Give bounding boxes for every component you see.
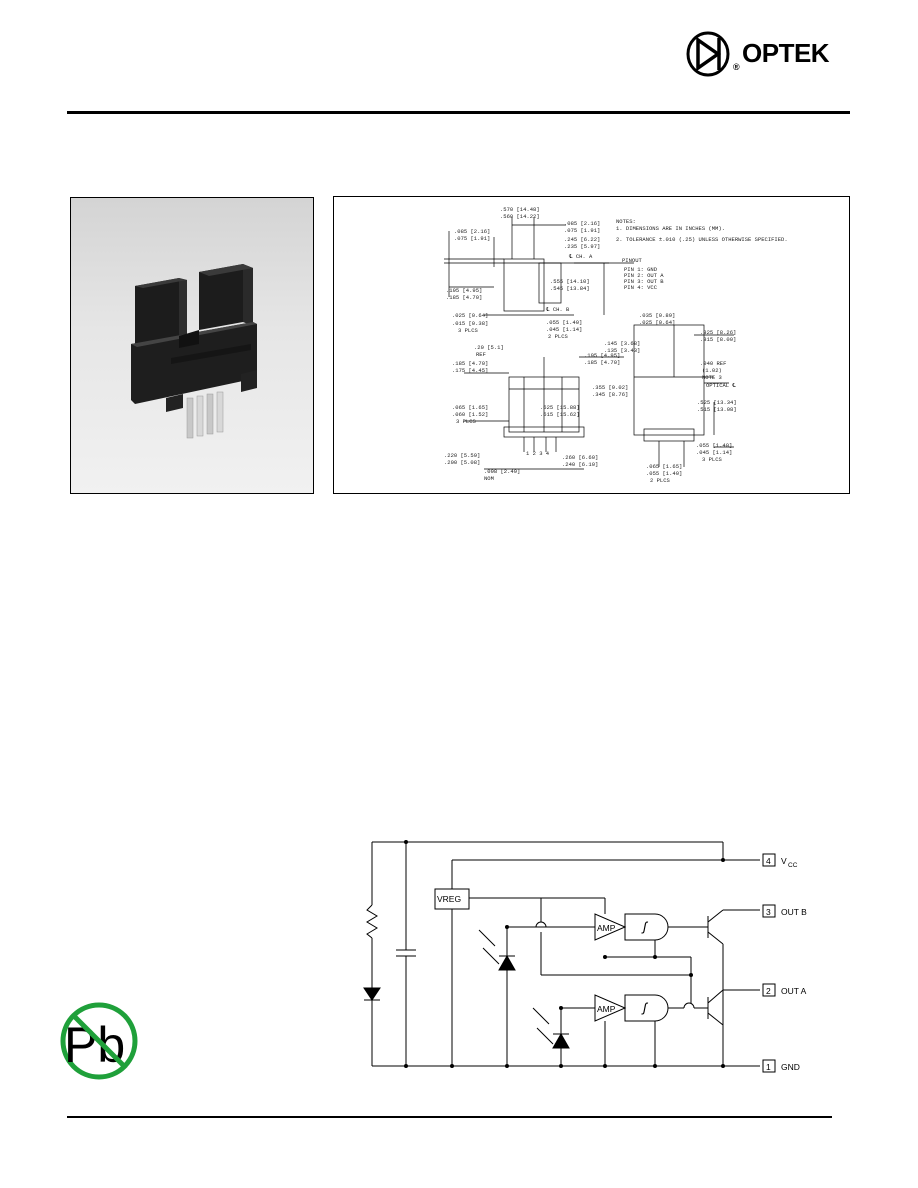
- svg-text:NOM: NOM: [484, 475, 494, 482]
- svg-text:.220 [5.59]: .220 [5.59]: [444, 452, 480, 459]
- svg-text:.245 [6.22]: .245 [6.22]: [564, 236, 600, 243]
- svg-text:.345 [8.76]: .345 [8.76]: [592, 391, 628, 398]
- pin1-number: 1: [766, 1062, 771, 1072]
- svg-text:3 PLCS: 3 PLCS: [458, 327, 479, 334]
- svg-text:.045 [1.14]: .045 [1.14]: [696, 449, 732, 456]
- svg-text:PINOUT: PINOUT: [622, 257, 643, 264]
- svg-text:.025 [0.64]: .025 [0.64]: [452, 312, 488, 319]
- svg-text:.135 [3.43]: .135 [3.43]: [604, 347, 640, 354]
- svg-text:.625 [15.88]: .625 [15.88]: [540, 404, 580, 411]
- svg-text:.145 [3.68]: .145 [3.68]: [604, 340, 640, 347]
- product-photo: [70, 197, 314, 494]
- header-rule: [67, 111, 850, 114]
- amp-a-label: AMP: [597, 1004, 616, 1014]
- svg-text:.185 [4.70]: .185 [4.70]: [446, 294, 482, 301]
- pin3-number: 3: [766, 907, 771, 917]
- svg-text:PIN 3: OUT B: PIN 3: OUT B: [624, 278, 664, 285]
- svg-text:.260 [6.60]: .260 [6.60]: [562, 454, 598, 461]
- optek-logo: [686, 31, 730, 77]
- svg-text:2 PLCS: 2 PLCS: [548, 333, 569, 340]
- svg-text:.065 [1.65]: .065 [1.65]: [452, 404, 488, 411]
- svg-text:.240 [6.10]: .240 [6.10]: [562, 461, 598, 468]
- svg-text:3 PLCS: 3 PLCS: [456, 418, 477, 425]
- svg-text:.040 REF: .040 REF: [700, 360, 726, 367]
- svg-text:1. DIMENSIONS ARE IN INCHES (M: 1. DIMENSIONS ARE IN INCHES (MM).: [616, 225, 725, 232]
- svg-text:PIN 4: VCC: PIN 4: VCC: [624, 284, 658, 291]
- svg-text:1 2 3 4: 1 2 3 4: [526, 450, 550, 457]
- svg-text:.525 [13.34]: .525 [13.34]: [697, 399, 737, 406]
- svg-text:.355 [9.02]: .355 [9.02]: [592, 384, 628, 391]
- circuit-schematic: VREG AMP AMP ʃ ʃ 4 V CC 3 OUT B 2 OUT A …: [363, 840, 807, 1073]
- svg-text:.515 [13.08]: .515 [13.08]: [697, 406, 737, 413]
- slotted-switch-illustration: [131, 264, 257, 439]
- svg-text:.615 [15.62]: .615 [15.62]: [540, 411, 580, 418]
- svg-text:℄ CH. B: ℄ CH. B: [545, 306, 570, 313]
- svg-text:2. TOLERANCE ±.010 (.25) UNLES: 2. TOLERANCE ±.010 (.25) UNLESS OTHERWIS…: [616, 236, 788, 243]
- svg-text:REF: REF: [476, 351, 486, 358]
- svg-text:.555 [14.10]: .555 [14.10]: [550, 278, 590, 285]
- pin1-label: GND: [781, 1062, 800, 1072]
- svg-text:.20 [5.1]: .20 [5.1]: [474, 344, 504, 351]
- svg-text:.085 [2.16]: .085 [2.16]: [564, 220, 600, 227]
- svg-text:.545 [13.84]: .545 [13.84]: [550, 285, 590, 292]
- svg-text:.185 [4.70]: .185 [4.70]: [452, 360, 488, 367]
- svg-text:PIN 1: GND: PIN 1: GND: [624, 266, 658, 273]
- svg-text:(1.02): (1.02): [702, 367, 722, 374]
- vreg-label: VREG: [437, 894, 461, 904]
- pin4-subscript: CC: [788, 862, 798, 869]
- svg-text:.055 [1.40]: .055 [1.40]: [546, 319, 582, 326]
- svg-text:2 PLCS: 2 PLCS: [650, 477, 671, 484]
- lead-free-icon: Pb: [60, 1002, 138, 1080]
- svg-text:.200 [5.08]: .200 [5.08]: [444, 459, 480, 466]
- svg-text:.035 [0.89]: .035 [0.89]: [639, 312, 675, 319]
- svg-text:.015 [0.38]: .015 [0.38]: [452, 320, 488, 327]
- svg-text:.195 [4.95]: .195 [4.95]: [584, 352, 620, 359]
- svg-text:OPTICAL ℄: OPTICAL ℄: [706, 382, 736, 389]
- pb-text: Pb: [64, 1017, 125, 1073]
- svg-text:.560 [14.22]: .560 [14.22]: [500, 213, 540, 220]
- dimension-drawing: .570 [14.48] .560 [14.22] .085 [2.16] .0…: [444, 206, 788, 484]
- svg-text:.075 [1.91]: .075 [1.91]: [454, 235, 490, 242]
- pin4-number: 4: [766, 856, 771, 866]
- svg-text:.085 [2.16]: .085 [2.16]: [454, 228, 490, 235]
- dimension-labels: .570 [14.48] .560 [14.22] .085 [2.16] .0…: [444, 206, 788, 484]
- svg-text:.025 [0.64]: .025 [0.64]: [639, 319, 675, 326]
- svg-text:.055 [1.40]: .055 [1.40]: [696, 442, 732, 449]
- outline-drawing: .570 [14.48] .560 [14.22] .085 [2.16] .0…: [333, 196, 850, 494]
- svg-text:.315 [8.00]: .315 [8.00]: [700, 336, 736, 343]
- svg-text:.175 [4.45]: .175 [4.45]: [452, 367, 488, 374]
- svg-text:NOTE 3: NOTE 3: [702, 374, 722, 381]
- svg-text:.098 [2.49]: .098 [2.49]: [484, 468, 520, 475]
- svg-text:.185 [4.70]: .185 [4.70]: [584, 359, 620, 366]
- pin2-label: OUT A: [781, 986, 807, 996]
- amp-b-label: AMP: [597, 923, 616, 933]
- svg-text:.195 [4.95]: .195 [4.95]: [446, 287, 482, 294]
- svg-text:PIN 2: OUT A: PIN 2: OUT A: [624, 272, 664, 279]
- svg-text:.570 [14.48]: .570 [14.48]: [500, 206, 540, 213]
- svg-text:NOTES:: NOTES:: [616, 218, 636, 225]
- pin2-number: 2: [766, 986, 771, 996]
- svg-text:ʃ: ʃ: [641, 919, 649, 934]
- svg-text:.325 [8.26]: .325 [8.26]: [700, 329, 736, 336]
- pin3-label: OUT B: [781, 907, 807, 917]
- svg-text:.055 [1.40]: .055 [1.40]: [646, 470, 682, 477]
- brand-name: OPTEK: [742, 38, 830, 68]
- pin4-label: V: [781, 856, 787, 866]
- svg-text:.075 [1.91]: .075 [1.91]: [564, 227, 600, 234]
- svg-text:.045 [1.14]: .045 [1.14]: [546, 326, 582, 333]
- svg-text:.235 [5.97]: .235 [5.97]: [564, 243, 600, 250]
- registered-mark: ®: [733, 62, 740, 72]
- svg-text:ʃ: ʃ: [641, 1000, 649, 1015]
- svg-text:℄ CH. A: ℄ CH. A: [568, 253, 593, 260]
- svg-text:3 PLCS: 3 PLCS: [702, 456, 723, 463]
- footer-rule: [67, 1116, 832, 1118]
- svg-text:.060 [1.52]: .060 [1.52]: [452, 411, 488, 418]
- svg-text:.065 [1.65]: .065 [1.65]: [646, 463, 682, 470]
